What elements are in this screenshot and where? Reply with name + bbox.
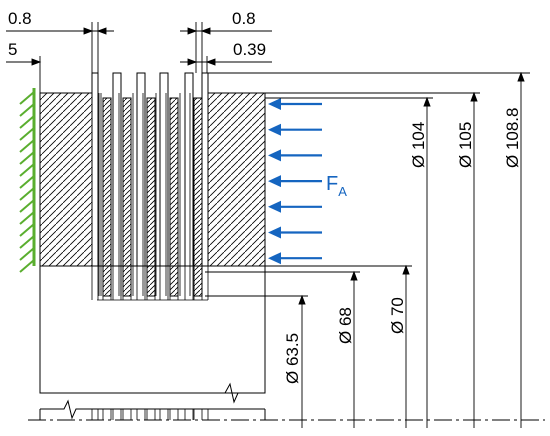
outer-plate <box>201 72 209 267</box>
dim-dia-70: Ø 70 <box>388 297 407 334</box>
ground-hatch <box>19 115 35 129</box>
friction-plate <box>122 97 132 297</box>
pressure-plate-left <box>39 92 98 267</box>
diameter-dim-lines <box>298 71 525 428</box>
friction-plate <box>193 97 203 297</box>
ground-hatch <box>19 211 35 225</box>
force-arrow <box>268 175 322 188</box>
break-lines <box>39 382 266 420</box>
dim-gap-right: 0.8 <box>232 9 256 28</box>
top-dimensions <box>6 22 272 93</box>
ground-hatch <box>19 103 35 117</box>
dim-dia-104: Ø 104 <box>409 122 428 168</box>
ground-hatch <box>19 163 35 177</box>
outer-plate <box>91 72 99 267</box>
dim-gap-left: 0.8 <box>8 9 32 28</box>
ground-hatch <box>19 91 35 105</box>
force-arrow <box>268 123 322 136</box>
ground-hatch <box>19 175 35 189</box>
dim-dia-105: Ø 105 <box>456 122 475 168</box>
plate-pack <box>91 72 209 420</box>
ground-hatch <box>19 223 35 237</box>
dim-dia-108-8: Ø 108.8 <box>503 108 522 169</box>
ground-support <box>19 88 36 273</box>
friction-plate <box>102 97 112 297</box>
outer-plate <box>112 72 122 267</box>
outer-plate <box>136 72 146 267</box>
outer-plate <box>184 72 194 267</box>
force-label: FA <box>326 173 347 199</box>
pressure-plate-right <box>204 92 266 267</box>
ground-hatch <box>19 199 35 213</box>
ground-hatch <box>19 247 35 261</box>
dim-offset-right: 0.39 <box>233 40 266 59</box>
ground-hatch <box>19 235 35 249</box>
dim-dia-68: Ø 68 <box>336 307 355 344</box>
ground-hatch <box>19 187 35 201</box>
force-arrow <box>268 252 322 265</box>
axial-force-arrows <box>268 98 322 265</box>
ground-hatch <box>19 139 35 153</box>
outer-plate <box>159 72 169 267</box>
dim-dia-63-5: Ø 63.5 <box>283 333 302 384</box>
force-arrow <box>268 200 322 213</box>
force-arrow <box>268 149 322 162</box>
ground-hatch <box>19 259 35 273</box>
extension-lines <box>205 72 530 297</box>
ground-hatch <box>19 127 35 141</box>
dim-offset-left: 5 <box>8 40 17 59</box>
force-arrow <box>268 226 322 239</box>
ground-hatch <box>19 151 35 165</box>
friction-plate <box>146 97 156 297</box>
friction-plate <box>169 97 179 297</box>
force-arrow <box>268 98 322 110</box>
